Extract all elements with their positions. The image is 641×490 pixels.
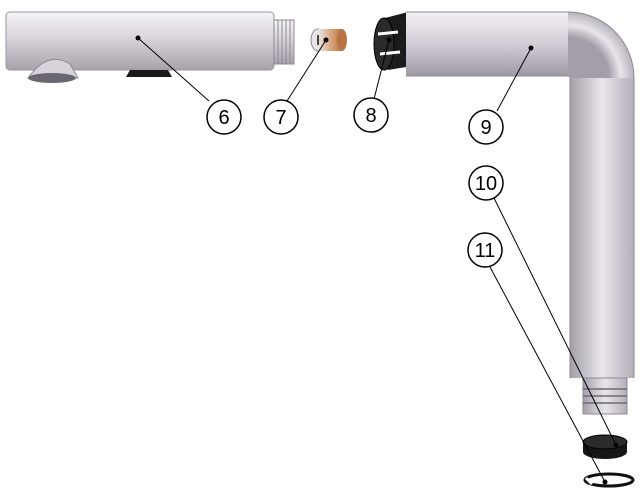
leader-line-6 bbox=[137, 37, 210, 102]
black-adapter-ring bbox=[373, 12, 412, 71]
black-nut bbox=[582, 434, 628, 459]
split-ring bbox=[583, 472, 635, 488]
callout-label-6: 6 bbox=[218, 107, 229, 129]
leader-dots bbox=[135, 35, 619, 485]
callout-label-10: 10 bbox=[475, 173, 497, 195]
callout-6: 6 bbox=[206, 99, 242, 135]
leader-line-11 bbox=[489, 266, 606, 483]
leader-lines bbox=[137, 37, 617, 483]
callout-8: 8 bbox=[353, 97, 389, 133]
callout-10: 10 bbox=[468, 165, 504, 201]
spout-body bbox=[5, 11, 295, 83]
callout-7: 7 bbox=[263, 99, 299, 135]
leader-line-7 bbox=[286, 39, 327, 102]
callout-label-11: 11 bbox=[475, 240, 496, 262]
leader-line-10 bbox=[492, 195, 617, 446]
leader-line-9 bbox=[496, 47, 532, 112]
curved-pipe bbox=[406, 11, 635, 415]
callout-label-7: 7 bbox=[275, 107, 286, 129]
callout-11: 11 bbox=[467, 232, 503, 268]
callout-label-8: 8 bbox=[365, 105, 376, 127]
callout-9: 9 bbox=[468, 109, 504, 145]
leader-line-8 bbox=[373, 39, 390, 100]
callout-label-9: 9 bbox=[480, 117, 491, 139]
cartridge-insert bbox=[310, 28, 347, 52]
